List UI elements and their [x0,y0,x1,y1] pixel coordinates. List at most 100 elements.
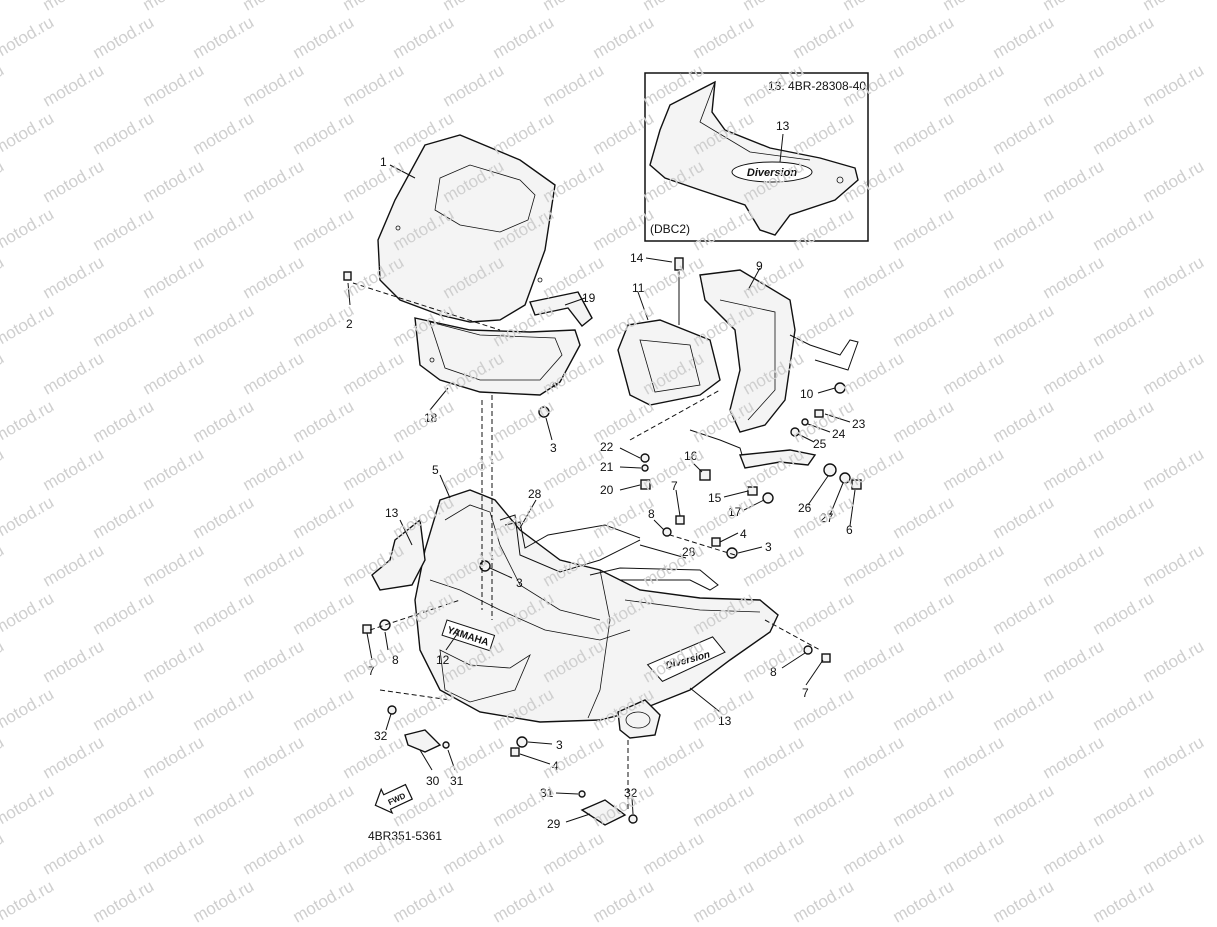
hardware-items [343,271,862,826]
callout-13b: 13 [718,714,732,728]
inset-variant-label: (DBC2) [650,222,690,236]
callout-14: 14 [630,251,644,265]
washer-part-25 [790,427,800,437]
hose-part-28a [499,514,641,573]
inner-panel-part-18 [414,317,581,396]
grommet-part-3a [538,406,550,418]
inset-cowl-panel [649,80,859,236]
washer-part-24 [801,418,809,426]
washer-part-32b [628,814,638,824]
bolt-part-7c [821,653,831,663]
callout-24: 24 [832,427,846,441]
bolt-part-7b [362,624,372,634]
callout-23: 23 [852,417,866,431]
clip-part-31b [578,790,586,798]
bolt-part-7a [675,515,685,525]
callout-21: 21 [600,460,614,474]
callout-15: 15 [708,491,722,505]
left-side-decal-part-13 [371,518,426,591]
callout-16: 16 [684,449,698,463]
callout-5: 5 [432,463,439,477]
callout-3b: 3 [765,540,772,554]
bracket-part-29 [580,799,627,826]
nut-part-10 [834,382,846,394]
inset-diversion-logo [731,161,813,183]
callout-8c: 8 [770,665,777,679]
inset-part-ref: 13. 4BR-28308-40 [768,79,866,93]
bolt-part-2 [343,271,352,281]
callout-13a: 13 [385,506,399,520]
bolt-part-23 [814,409,824,418]
callout-30: 30 [426,774,440,788]
callout-1: 1 [380,155,387,169]
washer-part-8b [379,619,391,631]
grommet-part-26 [823,463,837,477]
callout-4b: 4 [552,759,559,773]
windscreen-part-1 [377,134,556,323]
callout-32b: 32 [624,786,638,800]
grommet-part-3d [516,736,528,748]
grommet-part-3c [726,547,738,559]
washer-part-8c [803,645,813,655]
callout-8b: 8 [392,653,399,667]
fairing-stay-part-9 [617,257,859,469]
callout-17: 17 [728,505,742,519]
headlight-opening [439,649,531,703]
callout-3c: 3 [516,576,523,590]
main-cowl-part-5: YAMAHA Diversion [414,489,779,723]
callout-27: 27 [820,511,834,525]
clip-part-31a [442,741,450,749]
clamp-part-16 [699,469,711,481]
callout-3d: 3 [556,738,563,752]
assembly-lines [352,282,821,810]
diagram-code: 4BR351-5361 [368,829,442,843]
callout-22: 22 [600,440,614,454]
callout-28b: 28 [682,545,696,559]
callout-12: 12 [436,653,450,667]
callout-2: 2 [346,317,353,331]
washer-part-22 [640,453,650,463]
callout-6: 6 [846,523,853,537]
inset-callout-13: 13 [776,119,790,133]
callout-31a: 31 [450,774,464,788]
callout-28a: 28 [528,487,542,501]
callout-3a: 3 [550,441,557,455]
leader-lines [347,164,856,823]
nut-part-20 [640,479,651,490]
bracket-part-30 [404,729,442,753]
callout-8a: 8 [648,507,655,521]
callout-18: 18 [424,411,438,425]
callout-10: 10 [800,387,814,401]
stay-arm-part-16 [739,449,817,469]
callout-7c: 7 [802,686,809,700]
callout-25: 25 [813,437,827,451]
callout-11: 11 [632,281,645,295]
callout-29: 29 [547,817,561,831]
grommet-part-27 [839,472,851,484]
duct-part [617,699,661,739]
callout-32a: 32 [374,729,388,743]
washer-part-32a [387,705,397,715]
hose-part-28b [589,567,719,591]
inset-logo-text: Diversion [747,167,797,179]
washer-part-8a [662,527,672,537]
screw-part-14 [674,257,684,271]
callout-7a: 7 [671,479,678,493]
callout-26: 26 [798,501,812,515]
fwd-arrow-icon: FWD [374,783,414,815]
bolt-part-15 [747,486,758,496]
nut-part-4b [510,747,520,757]
callout-9: 9 [756,259,763,273]
callout-labels: 1 2 19 18 3 14 9 11 10 23 24 25 22 21 16… [346,155,866,831]
washer-part-17 [762,492,774,504]
callout-20: 20 [600,483,614,497]
callout-7b: 7 [368,664,375,678]
callout-4a: 4 [740,527,747,541]
callout-31b: 31 [540,786,554,800]
nut-part-6 [851,479,862,490]
washer-part-21 [641,464,649,472]
callout-19: 19 [582,291,596,305]
nut-part-4a [711,537,721,547]
inset-box: Diversion 13 13. 4BR-28308-40 (DBC2) [644,72,869,242]
